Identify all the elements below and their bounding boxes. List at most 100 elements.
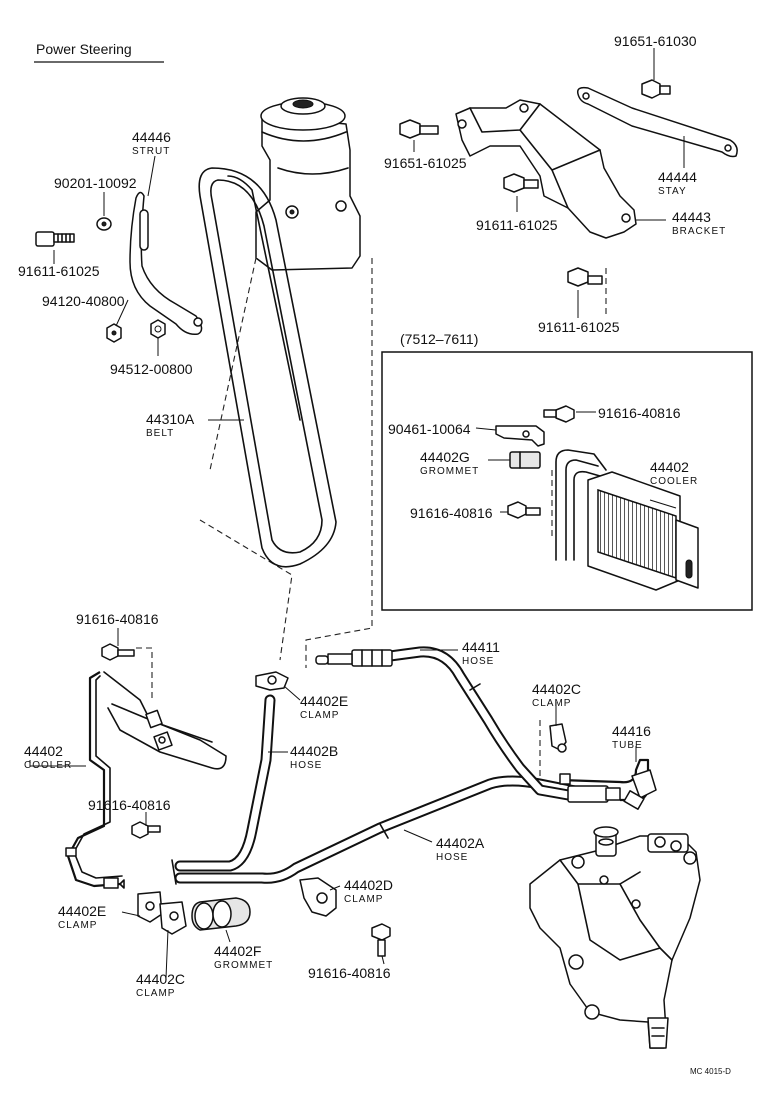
part-name: HOSE (436, 852, 468, 863)
inset-box: (7512–7611) (381, 331, 753, 611)
part-number: 91651-61025 (384, 155, 467, 171)
part-number: 91611-61025 (476, 217, 558, 233)
bolt-icon (131, 821, 161, 839)
part-label-91616-40816: 91616-40816 (410, 505, 493, 521)
part-name: CLAMP (300, 710, 339, 721)
part-number: 91611-61025 (18, 263, 100, 279)
bolt-icon (101, 643, 135, 661)
clamp-icon (159, 901, 187, 935)
part-label-94120-40800: 94120-40800 (42, 293, 125, 309)
part-name: BRACKET (672, 226, 726, 237)
part-number: 44402B (290, 743, 338, 759)
belt (198, 167, 337, 568)
part-number: 44402F (214, 943, 261, 959)
part-number: 91616-40816 (88, 797, 171, 813)
part-number: 90461-10064 (388, 421, 471, 437)
pump-reservoir (255, 97, 361, 271)
part-number: 44402 (24, 743, 63, 759)
part-number: 90201-10092 (54, 175, 137, 191)
part-number: 91616-40816 (76, 611, 159, 627)
part-number: 44310A (146, 411, 195, 427)
part-label-91611-61025: 91611-61025 (18, 263, 100, 279)
part-label-91616-40816: 91616-40816 (598, 405, 681, 421)
bolt-icon (641, 79, 671, 99)
part-name: COOLER (650, 476, 698, 487)
part-label-94512-00800: 94512-00800 (110, 361, 193, 377)
diagram-title: Power Steering (34, 41, 164, 63)
part-name: BELT (146, 428, 174, 439)
part-label-91616-40816: 91616-40816 (308, 965, 391, 981)
part-name: CLAMP (58, 920, 97, 931)
cooler-left (65, 671, 227, 889)
part-number: 44402D (344, 877, 393, 893)
part-number: 44416 (612, 723, 651, 739)
hoses (171, 646, 657, 885)
strut (129, 191, 203, 336)
part-label-91616-40816: 91616-40816 (76, 611, 159, 627)
part-label-91651-61030: 91651-61030 (614, 33, 697, 49)
clamp-icon (255, 671, 289, 691)
grommet-icon (191, 897, 251, 931)
part-number: 91616-40816 (598, 405, 681, 421)
part-name: STAY (658, 186, 687, 197)
part-name: GROMMET (214, 960, 273, 971)
bolt-icon (567, 267, 603, 287)
title-text: Power Steering (36, 41, 132, 57)
part-name: COOLER (24, 760, 72, 771)
bolt-icon (503, 173, 539, 193)
part-name: HOSE (290, 760, 322, 771)
part-number: 44411 (462, 639, 500, 655)
part-label-91611-61025: 91611-61025 (476, 217, 558, 233)
part-number: 44402E (300, 693, 348, 709)
part-label-90461-10064: 90461-10064 (388, 421, 471, 437)
bolt-icon (35, 231, 75, 247)
part-number: 44402G (420, 449, 470, 465)
part-number: 91616-40816 (308, 965, 391, 981)
clamp-icon (137, 891, 163, 923)
leader-dashes (111, 257, 607, 890)
part-number: 44444 (658, 169, 697, 185)
part-name: STRUT (132, 146, 170, 157)
nut-icon (106, 323, 122, 343)
nut-icon (150, 319, 166, 339)
part-number: 91616-40816 (410, 505, 493, 521)
part-name: TUBE (612, 740, 643, 751)
clamp-icon (549, 723, 567, 753)
stay (576, 86, 738, 158)
bracket (455, 99, 637, 239)
part-name: CLAMP (344, 894, 383, 905)
part-name: GROMMET (420, 466, 479, 477)
inset-title: (7512–7611) (400, 331, 478, 347)
bolt-icon (371, 923, 391, 957)
steering-gear-box (529, 826, 701, 1049)
part-number: 44402C (136, 971, 185, 987)
part-number: 44402A (436, 835, 485, 851)
part-number: 44446 (132, 129, 171, 145)
part-number: 94120-40800 (42, 293, 125, 309)
part-name: CLAMP (136, 988, 175, 999)
reference-code: MC 4015-D (690, 1067, 731, 1076)
part-label-91616-40816: 91616-40816 (88, 797, 171, 813)
bolt-icon (399, 119, 439, 139)
part-number: 91611-61025 (538, 319, 620, 335)
part-name: CLAMP (532, 698, 571, 709)
part-label-90201-10092: 90201-10092 (54, 175, 137, 191)
clamp-icon (299, 877, 337, 917)
